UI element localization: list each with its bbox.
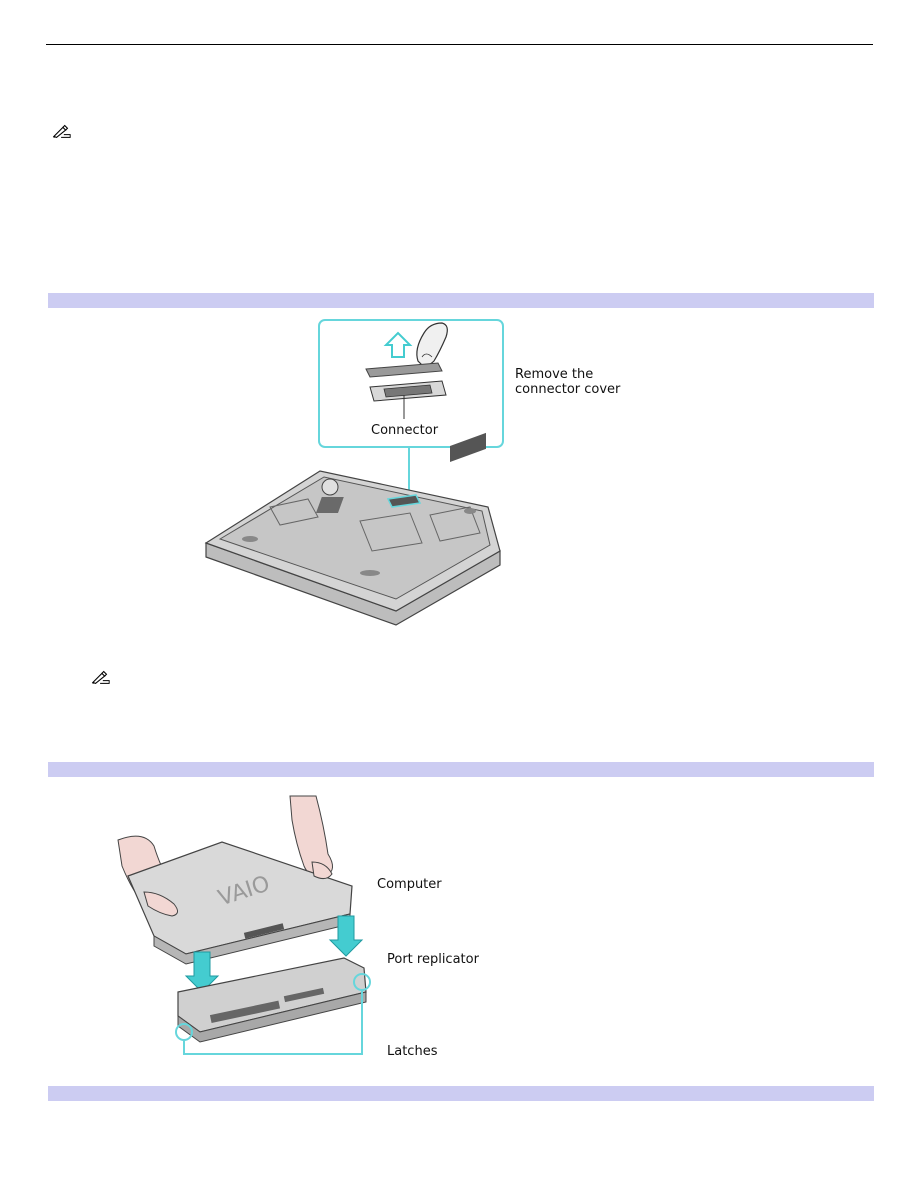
computer-label: Computer [377,877,442,892]
laptop-underside-illustration [204,432,501,626]
pencil-note-icon [91,670,110,684]
connector-label: Connector [371,423,439,438]
section-band-3 [48,1086,874,1101]
laptop-on-replicator-illustration: VAIO [117,795,371,1055]
remove-cover-label-line1: Remove the [515,367,594,382]
section-band-2 [48,762,874,777]
connector-inset-illustration [318,319,504,448]
port-replicator-label: Port replicator [387,952,479,967]
remove-cover-label-line2: connector cover [515,382,621,397]
pencil-note-icon [52,124,71,138]
section-band-1 [48,293,874,308]
latches-label: Latches [387,1044,438,1059]
header-rule [46,44,873,45]
